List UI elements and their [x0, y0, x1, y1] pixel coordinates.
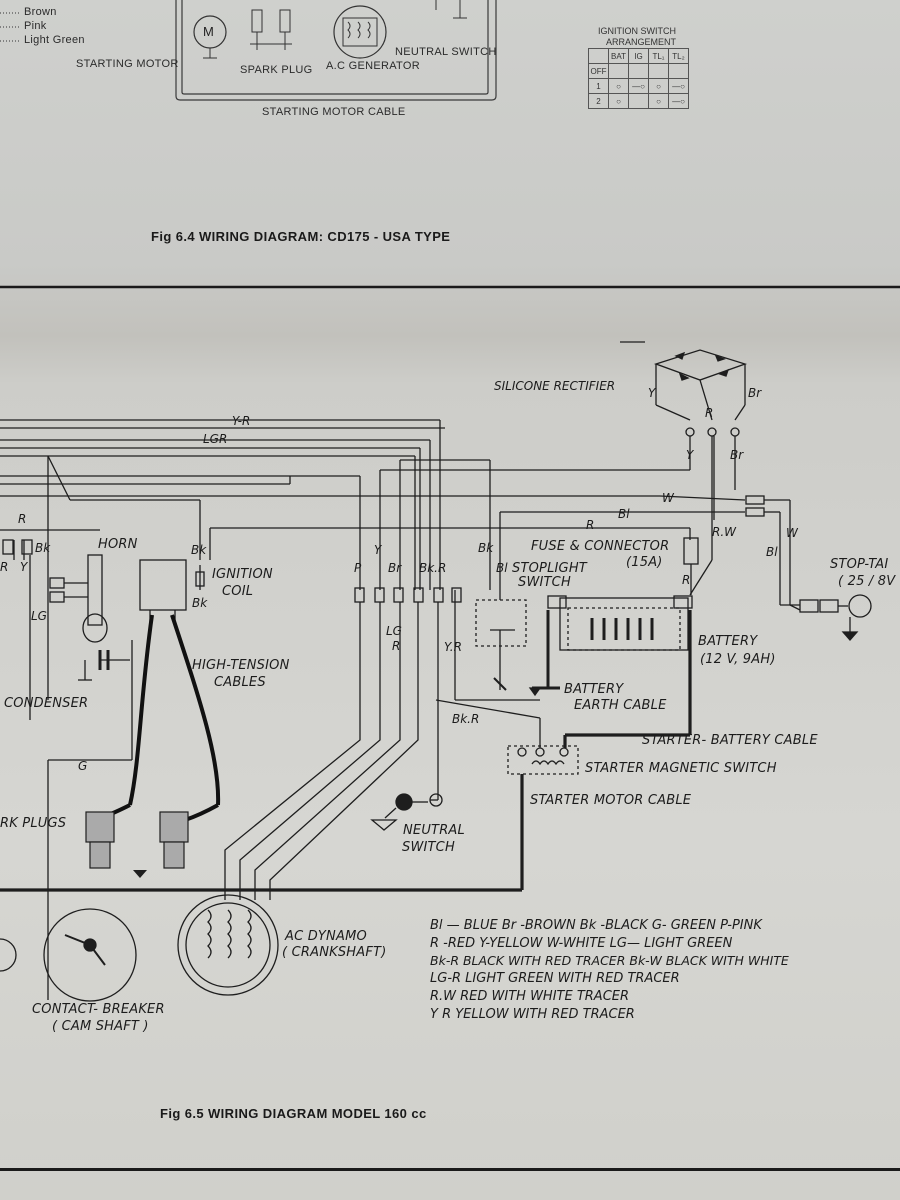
label-starting-motor-cable: STARTING MOTOR CABLE — [262, 106, 406, 118]
label-starter-magnetic-switch: STARTER MAGNETIC SWITCH — [585, 761, 777, 776]
label-fuse-connector: FUSE & CONNECTOR — [531, 539, 670, 554]
label-starting-motor: STARTING MOTOR — [76, 58, 179, 70]
ignition-table-title-1: IGNITION SWITCH — [598, 26, 676, 36]
motor-symbol: M — [203, 24, 214, 39]
label-spark-plugs: RK PLUGS — [0, 816, 67, 831]
label-stoplight-switch: SWITCH — [518, 575, 571, 590]
color-code-line-3: Bk-R BLACK WITH RED TRACER Bk-W BLACK WI… — [430, 953, 789, 968]
color-code-line-4: LG-R LIGHT GREEN WITH RED TRACER — [430, 971, 680, 986]
color-code-line-6: Y R YELLOW WITH RED TRACER — [430, 1007, 635, 1022]
wire-r-far: R — [0, 560, 9, 574]
wire-br-rect: Br — [748, 386, 762, 400]
wire-w-right: W — [786, 526, 798, 540]
wire-p-conn: P — [354, 561, 362, 575]
label-battery-earth: BATTERY — [564, 682, 624, 697]
label-neutral-switch-top: NEUTRAL SWITCH — [395, 46, 497, 58]
color-code-line-2: R -RED Y-YELLOW W-WHITE LG— LIGHT GREEN — [430, 936, 733, 951]
wire-bk-left: Bk — [35, 541, 51, 555]
wire-rw: R.W — [712, 525, 737, 539]
wire-br-conn: Br — [388, 561, 402, 575]
label-battery-earth-cable: EARTH CABLE — [574, 698, 667, 713]
color-code-line-5: R.W RED WITH WHITE TRACER — [430, 989, 630, 1004]
label-condenser: CONDENSER — [4, 696, 89, 711]
wire-lg-left: LG — [31, 609, 47, 623]
wire-y-lower: Y — [686, 448, 694, 462]
legend-brown: Brown — [24, 6, 57, 18]
wire-r-batt: R — [682, 573, 691, 587]
wire-bl-right: Bl — [766, 545, 778, 559]
label-battery: BATTERY — [698, 634, 758, 649]
wire-lg-low: LG — [386, 624, 402, 638]
wire-r-main: R — [586, 518, 595, 532]
label-neutral: NEUTRAL — [403, 823, 465, 838]
label-fuse-rating: (15A) — [626, 555, 663, 570]
wire-yr-top: Y-R — [232, 414, 251, 428]
wire-y-far: Y — [20, 560, 28, 574]
wire-lgr-top: LGR — [203, 432, 228, 446]
legend-pink: Pink — [24, 20, 47, 32]
label-coil: COIL — [222, 584, 254, 599]
caption-fig-6-4: Fig 6.4 WIRING DIAGRAM: CD175 - USA TYPE — [151, 229, 451, 244]
wire-r-rect: R — [705, 406, 714, 420]
wire-bk-coil2: Bk — [192, 596, 208, 610]
top-diagram-lines — [0, 0, 900, 289]
label-battery-rating: (12 V, 9AH) — [700, 652, 776, 667]
wire-yr-low: Y.R — [444, 640, 462, 654]
wire-w-main: W — [662, 491, 674, 505]
wire-bl-main: Bl — [618, 507, 630, 521]
label-stop-tail: STOP-TAI — [830, 557, 889, 572]
ignition-switch-table: BAT IG TL₁ TL₂ OFF 1 ○—○○—○ 2 ○○—○ — [588, 48, 689, 109]
label-horn: HORN — [98, 537, 138, 552]
label-starter-motor-cable: STARTER MOTOR CABLE — [530, 793, 692, 808]
label-starter-battery-cable: STARTER- BATTERY CABLE — [642, 733, 818, 748]
wire-y-conn: Y — [374, 543, 382, 557]
wire-bkr-low: Bk.R — [452, 712, 480, 726]
wire-y-rect: Y — [648, 386, 656, 400]
wire-bkr-conn: Bk.R — [419, 561, 447, 575]
label-crankshaft: ( CRANKSHAFT) — [282, 945, 387, 960]
wire-r-left: R — [18, 512, 27, 526]
wire-br-lower: Br — [730, 448, 744, 462]
bottom-rule — [0, 1168, 900, 1171]
wire-bl-stop: Bl — [496, 561, 508, 575]
wire-r-low: R — [392, 639, 401, 653]
label-stoplight: STOPLIGHT — [512, 561, 587, 576]
label-ignition: IGNITION — [212, 567, 273, 582]
color-code-line-1: Bl — BLUE Br -BROWN Bk -BLACK G- GREEN P… — [430, 918, 762, 933]
label-ac-generator: A.C GENERATOR — [326, 60, 420, 72]
label-contact-breaker: CONTACT- BREAKER — [32, 1002, 165, 1017]
label-high-tension: HIGH-TENSION — [192, 658, 290, 673]
label-spark-plug: SPARK PLUG — [240, 64, 313, 76]
legend-light-green: Light Green — [24, 34, 85, 46]
wire-bk-stop: Bk — [478, 541, 494, 555]
label-stop-tail-rating: ( 25 / 8V — [838, 574, 896, 589]
wire-bk-coil: Bk — [191, 543, 207, 557]
label-cam-shaft: ( CAM SHAFT ) — [52, 1019, 149, 1034]
caption-fig-6-5: Fig 6.5 WIRING DIAGRAM MODEL 160 cc — [160, 1106, 427, 1121]
ignition-table-title-2: ARRANGEMENT — [606, 37, 677, 47]
label-ac-dynamo: AC DYNAMO — [285, 929, 367, 944]
wire-g-low: G — [78, 759, 88, 773]
label-silicone-rectifier: SILICONE RECTIFIER — [494, 379, 616, 393]
label-cables: CABLES — [214, 675, 266, 690]
label-neutral-switch: SWITCH — [402, 840, 455, 855]
